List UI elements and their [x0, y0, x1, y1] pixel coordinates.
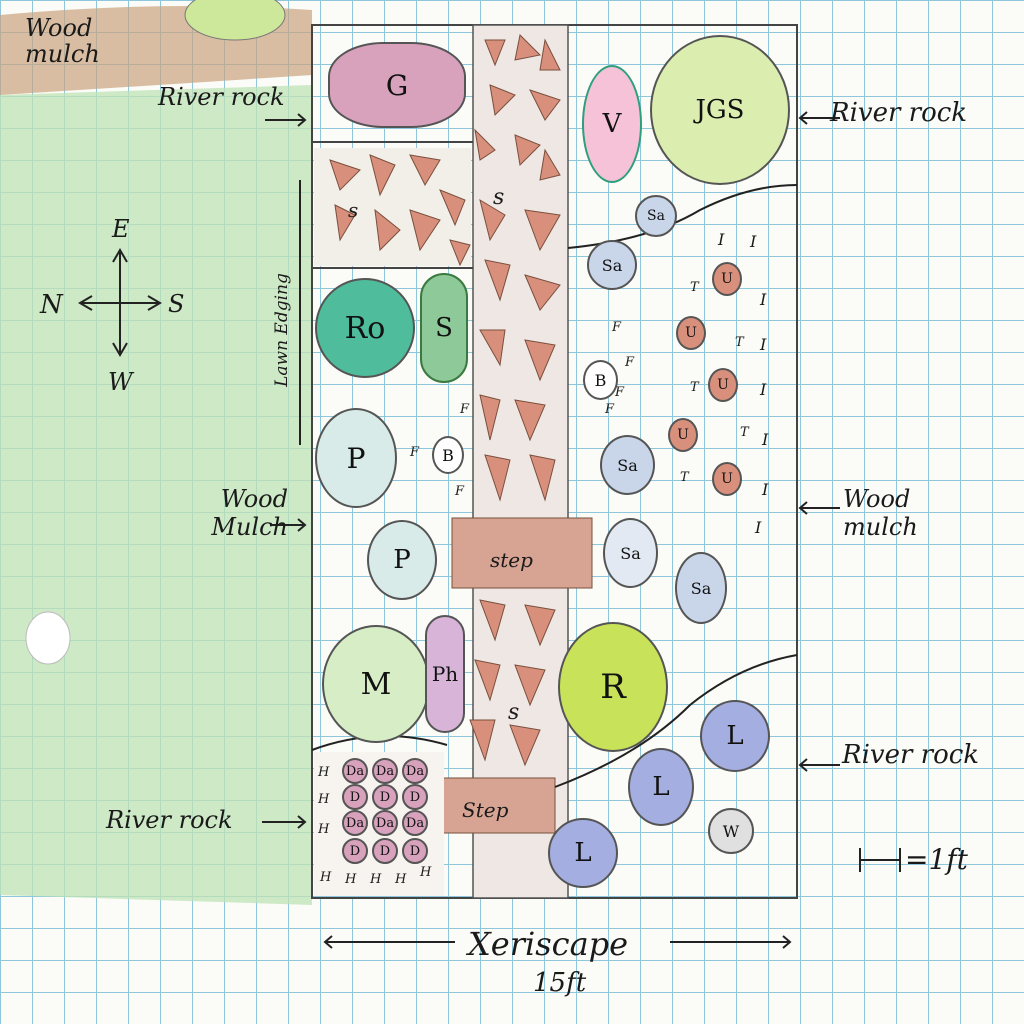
f-label-1: F	[460, 402, 470, 417]
f-label-4: F	[612, 320, 622, 335]
plant-i-2: I	[750, 232, 757, 251]
plant-i-8: I	[755, 518, 762, 537]
lawn-area	[0, 85, 312, 905]
plant-t-4: T	[740, 425, 749, 440]
plant-h-5: H	[345, 872, 357, 887]
plant-da-3: Da	[402, 758, 428, 784]
plant-sa-3: Sa	[600, 435, 655, 495]
plant-sa-1: Sa	[635, 195, 677, 237]
plant-h-6: H	[370, 872, 382, 887]
plant-sa-5: Sa	[675, 552, 727, 624]
upper-step-stone	[451, 517, 593, 589]
plant-t-3: T	[690, 380, 699, 395]
plant-t-1: T	[690, 280, 699, 295]
plant-i-7: I	[762, 480, 769, 499]
plant-v: V	[582, 65, 642, 183]
plant-l-3: L	[548, 818, 618, 888]
f-label-5: F	[625, 355, 635, 370]
plant-d-4: D	[342, 838, 368, 864]
stone-pattern	[329, 33, 561, 767]
plant-u-1: U	[712, 262, 742, 296]
plant-h-2: H	[318, 792, 330, 807]
river-rock-bottom-right-label: River rock	[842, 740, 980, 770]
plant-l-1: L	[700, 700, 770, 772]
f-label-2: F	[410, 445, 420, 460]
plant-ro: Ro	[315, 278, 415, 378]
plant-r: R	[558, 622, 668, 752]
plant-s-mid: S	[420, 273, 468, 383]
plant-i-4: I	[760, 335, 767, 354]
plant-u-2: U	[676, 316, 706, 350]
plant-u-4: U	[668, 418, 698, 452]
plant-t-5: T	[680, 470, 689, 485]
lower-step-label: Step	[462, 798, 509, 822]
plant-h-8: H	[420, 865, 432, 880]
plant-s-rock-block: s	[348, 198, 359, 222]
plant-h-3: H	[318, 822, 330, 837]
wood-mulch-top-label: Wood mulch	[25, 14, 100, 68]
plant-i-6: I	[762, 430, 769, 449]
river-rock-bottom-left-label: River rock	[106, 806, 233, 834]
wood-mulch-right-label: Wood mulch	[843, 485, 918, 541]
plant-b-left: B	[432, 436, 464, 474]
plant-i-1: I	[718, 230, 725, 249]
plant-p-upper: P	[315, 408, 397, 508]
plant-s-path-lower: s	[508, 700, 520, 725]
river-rock-boundary-upper	[567, 184, 798, 249]
f-label-7: F	[605, 402, 615, 417]
plant-p-lower: P	[367, 520, 437, 600]
plant-h-1: H	[318, 765, 330, 780]
plant-b-right: B	[583, 360, 618, 400]
plant-jgs: JGS	[650, 35, 790, 185]
river-rock-boundary-lower	[554, 654, 798, 788]
plant-d-3: D	[402, 784, 428, 810]
plant-d-2: D	[372, 784, 398, 810]
plant-sa-4: Sa	[603, 518, 658, 588]
plant-d-1: D	[342, 784, 368, 810]
lower-step-stone	[439, 777, 556, 834]
top-shrub	[184, 0, 286, 41]
compass-south: S	[168, 290, 185, 318]
plant-l-2: L	[628, 748, 694, 826]
plant-i-3: I	[760, 290, 767, 309]
river-rock-top-right-label: River rock	[830, 98, 968, 128]
plant-da-4: Da	[342, 810, 368, 836]
punch-hole	[25, 611, 71, 665]
plant-s-path-upper: s	[493, 185, 505, 210]
upper-step-label: step	[490, 548, 533, 572]
plant-h-4: H	[320, 870, 332, 885]
plant-ph: Ph	[425, 615, 465, 733]
compass-west: W	[108, 368, 133, 396]
lawn-edging-label: Lawn Edging	[271, 273, 292, 387]
f-label-3: F	[455, 484, 465, 499]
river-rock-top-left-label: River rock	[158, 83, 285, 111]
plant-da-2: Da	[372, 758, 398, 784]
width-label: 15ft	[533, 968, 587, 998]
plant-m: M	[322, 625, 430, 743]
plant-u-3: U	[708, 368, 738, 402]
plant-d-5: D	[372, 838, 398, 864]
plant-u-5: U	[712, 462, 742, 496]
plant-da-6: Da	[402, 810, 428, 836]
plant-g: G	[328, 42, 466, 128]
f-label-6: F	[615, 385, 625, 400]
xeriscape-label: Xeriscape	[468, 925, 629, 963]
plant-d-6: D	[402, 838, 428, 864]
wood-mulch-left-label: Wood Mulch	[211, 485, 288, 541]
scale-label: =1ft	[905, 843, 968, 876]
compass-north: N	[40, 290, 63, 320]
compass-east: E	[112, 215, 130, 243]
plant-t-2: T	[735, 335, 744, 350]
plant-da-1: Da	[342, 758, 368, 784]
plant-w: W	[708, 808, 754, 854]
plant-h-7: H	[395, 872, 407, 887]
plant-da-5: Da	[372, 810, 398, 836]
plant-sa-2: Sa	[587, 240, 637, 290]
plant-i-5: I	[760, 380, 767, 399]
